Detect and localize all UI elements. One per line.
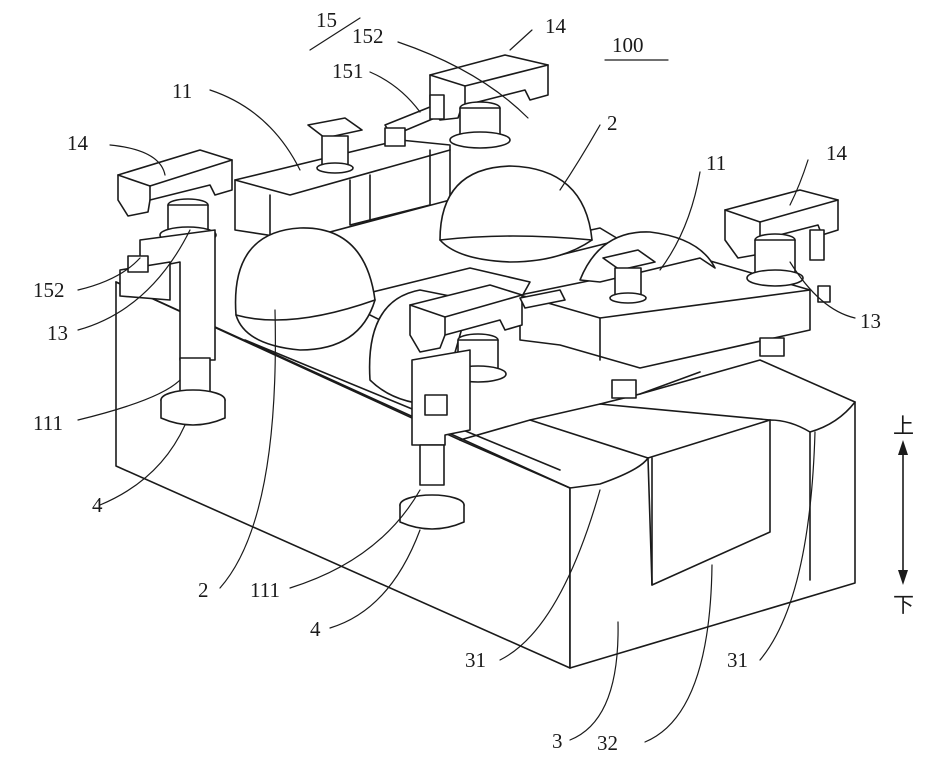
label-4-mid: 4 — [310, 617, 321, 641]
label-11-left: 11 — [172, 79, 192, 103]
label-152-top: 152 — [352, 24, 384, 48]
label-14-right: 14 — [826, 141, 848, 165]
base-block — [115, 281, 856, 669]
label-152-left: 152 — [33, 278, 65, 302]
label-111-left: 111 — [33, 411, 63, 435]
label-32: 32 — [597, 731, 618, 755]
top-plate-left — [307, 117, 363, 174]
label-31-mid: 31 — [465, 648, 486, 672]
label-2-top: 2 — [607, 111, 618, 135]
label-up: 上 — [893, 414, 914, 438]
dome-left — [234, 227, 376, 351]
dome-back — [439, 165, 593, 263]
label-14-left: 14 — [67, 131, 89, 155]
label-2-bottom: 2 — [198, 578, 209, 602]
bracket-right — [724, 189, 839, 287]
label-31-right: 31 — [727, 648, 748, 672]
clamp-assembly — [127, 94, 831, 416]
label-4-left: 4 — [92, 493, 103, 517]
label-3: 3 — [552, 729, 563, 753]
label-13-left: 13 — [47, 321, 68, 345]
label-111-mid: 111 — [250, 578, 280, 602]
label-11-right: 11 — [706, 151, 726, 175]
label-15: 15 — [316, 8, 337, 32]
label-151: 151 — [332, 59, 364, 83]
bracket-top — [429, 54, 549, 149]
label-down: 下 — [893, 593, 914, 617]
direction-arrow — [898, 440, 908, 585]
label-14-top: 14 — [545, 14, 567, 38]
top-plate-right — [602, 249, 656, 304]
labels: 15 152 14 100 11 151 2 14 11 14 152 13 1… — [33, 8, 914, 755]
label-100: 100 — [612, 33, 644, 57]
leader-lines — [77, 17, 856, 743]
label-13-right: 13 — [860, 309, 881, 333]
